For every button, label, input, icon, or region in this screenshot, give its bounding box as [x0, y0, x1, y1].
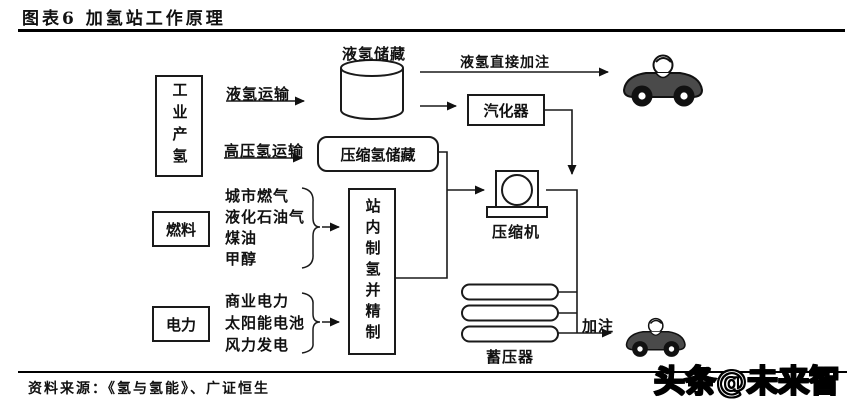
bottom-divider	[18, 371, 847, 373]
compressed-h2-storage-box: 压缩氢储藏	[317, 136, 439, 172]
fuel-box: 燃料	[152, 211, 210, 247]
power-sources-list: 商业电力 太阳能电池 风力发电	[225, 290, 305, 356]
liquid-h2-transport-label: 液氢运输	[226, 85, 291, 103]
compressor-label: 压缩机	[492, 223, 541, 241]
fill-label: 加注	[582, 317, 615, 335]
accumulator-capsule	[461, 325, 559, 343]
vaporizer-label: 汽化器	[483, 101, 529, 120]
list-item: 太阳能电池	[225, 314, 306, 332]
list-item: 城市燃气	[225, 187, 290, 205]
watermark: 头条@未来智库	[653, 363, 841, 401]
cylinder-top	[340, 59, 404, 77]
accumulator-label: 蓄压器	[486, 348, 535, 366]
car-icon	[623, 54, 703, 108]
industrial-hydrogen-box: 工业产氢	[155, 75, 203, 177]
liquid-h2-storage-label: 液氢储藏	[342, 45, 407, 63]
liquid-h2-direct-fill-label: 液氢直接加注	[460, 55, 550, 71]
accumulator-capsule	[461, 304, 559, 322]
fuel-label: 燃料	[165, 220, 196, 239]
onsite-production-box: 站内制氢并精制	[348, 188, 396, 355]
car-icon	[625, 317, 686, 358]
list-item: 风力发电	[225, 336, 290, 354]
title-divider	[18, 29, 845, 32]
figure-title: 图表6 加氢站工作原理	[22, 9, 226, 29]
list-item: 煤油	[225, 229, 258, 247]
list-item: 甲醇	[225, 250, 258, 268]
onsite-production-label: 站内制氢并精制	[363, 198, 382, 345]
fuel-brace	[301, 187, 321, 269]
vaporizer-box: 汽化器	[467, 94, 545, 126]
list-item: 商业电力	[225, 292, 290, 310]
compressor-wheel	[501, 174, 533, 206]
line-compressor-to-accumulator	[546, 189, 578, 333]
power-brace	[301, 292, 321, 354]
source-note: 资料来源：《氢与氢能》、广证恒生	[28, 381, 270, 397]
electricity-box: 电力	[152, 306, 210, 342]
line-storage-junction	[393, 151, 448, 279]
electricity-label: 电力	[165, 315, 196, 334]
industrial-hydrogen-label: 工业产氢	[170, 82, 189, 170]
list-item: 液化石油气	[225, 208, 306, 226]
fuel-sources-list: 城市燃气 液化石油气 煤油 甲醇	[225, 186, 305, 270]
line-vaporizer-to-compressor	[541, 109, 577, 175]
accumulator-capsule	[461, 283, 559, 301]
liquid-h2-storage-cylinder	[340, 68, 404, 120]
hp-h2-transport-label: 高压氢运输	[224, 142, 305, 160]
compressed-h2-storage-label: 压缩氢储藏	[340, 145, 416, 164]
compressor-base	[486, 206, 548, 218]
